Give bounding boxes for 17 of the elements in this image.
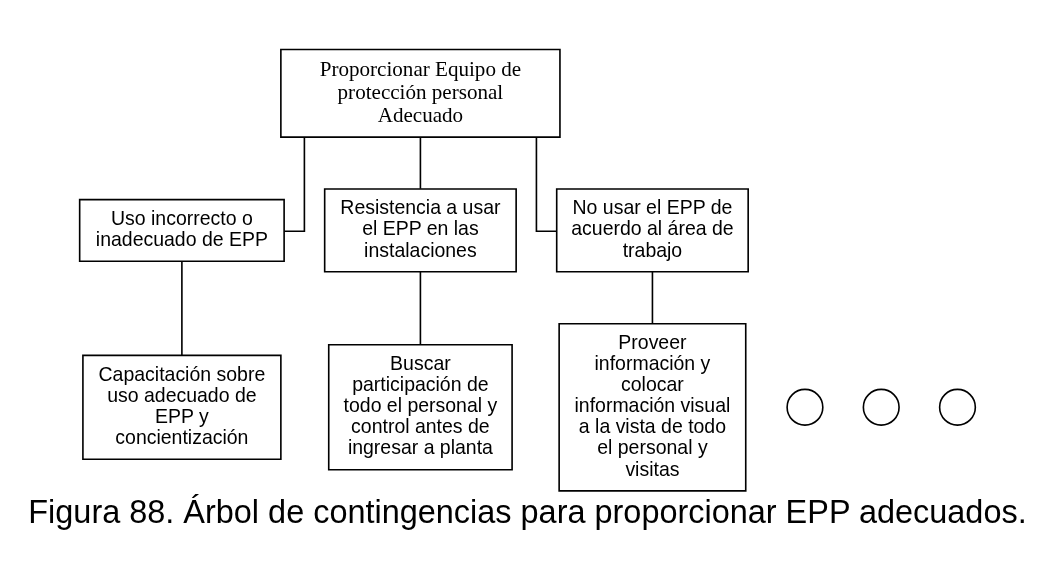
node-box: No usar el EPP de acuerdo al área de trabajo — [555, 187, 749, 273]
node-box: Proveer información y colocar información visual a la vista de todo el personal y visitas — [558, 322, 747, 492]
node-box: Capacitación sobre uso adecuado de EPP y concientización — [82, 354, 282, 460]
connector — [283, 136, 306, 232]
node-box: Proporcionar Equipo de protección personal Adecuado — [280, 48, 561, 138]
connector — [419, 270, 422, 345]
node-circle — [938, 388, 977, 426]
connector — [535, 136, 558, 232]
caption: Figura 88. Árbol de contingencias para proporcionar EPP adecuados. — [28, 493, 1027, 530]
node-box: Uso incorrecto o inadecuado de EPP — [78, 198, 285, 262]
connector — [419, 136, 422, 189]
connector — [181, 260, 183, 356]
node-circle — [862, 388, 900, 426]
connector — [651, 270, 654, 324]
node-box: Buscar participación de todo el personal y control antes de ingresar a planta — [327, 343, 513, 471]
node-box: Resistencia a usar el EPP en las instalaciones — [323, 187, 517, 273]
node-circle — [786, 388, 824, 426]
